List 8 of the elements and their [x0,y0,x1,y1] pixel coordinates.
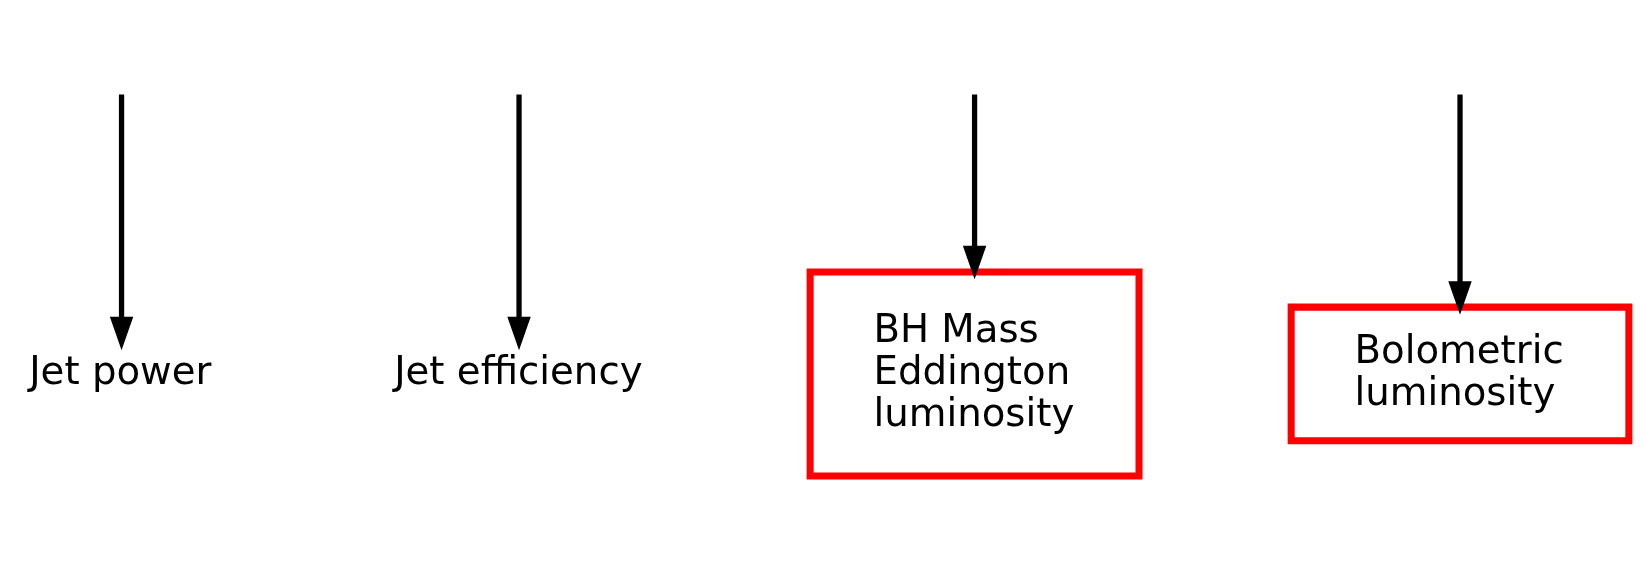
node-box: BH Mass Eddington luminosity [806,268,1143,480]
arrow [962,94,987,280]
node-text: Jet efficiency [394,347,643,393]
arrow [507,94,531,351]
arrow [109,94,134,351]
arrow [1448,94,1472,315]
node-box: Bolometric luminosity [1287,303,1633,445]
node-text: Jet power [29,347,212,393]
